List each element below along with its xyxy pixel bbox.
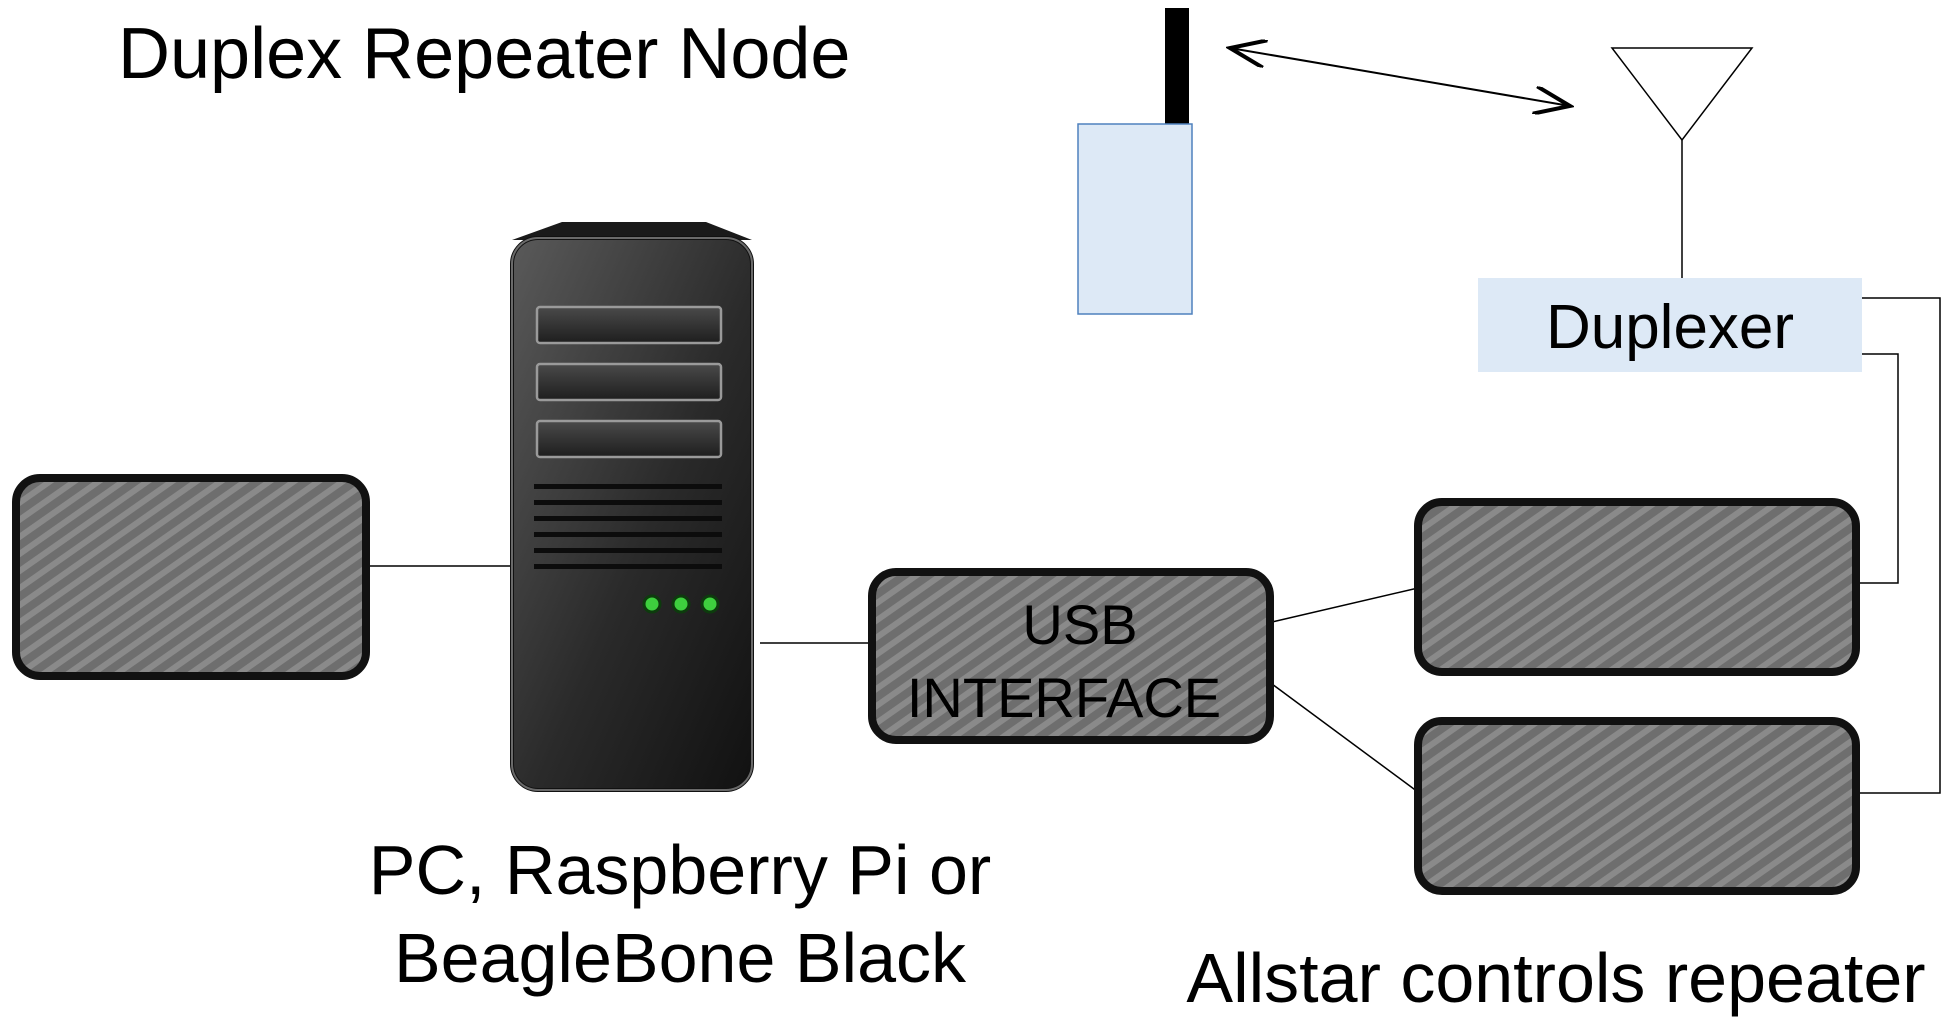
bidirectional-arrow-icon — [1230, 48, 1570, 106]
handheld-radio-icon — [1077, 8, 1193, 315]
repeater-caption: Allstar controls repeater — [1186, 939, 1925, 1017]
handheld-antenna — [1165, 8, 1189, 126]
duplexer-label: Duplexer — [1546, 293, 1794, 362]
usb-to-receiver-line — [1271, 683, 1419, 793]
left-device-box — [12, 474, 370, 680]
computer-tower-icon — [510, 222, 754, 792]
diagram-title: Duplex Repeater Node — [118, 14, 850, 94]
duplexer-box — [1478, 278, 1862, 372]
tower-led — [642, 594, 662, 614]
repeater-receiver-box — [1414, 717, 1860, 895]
handheld-body — [1077, 123, 1193, 315]
usb-interface-box — [868, 568, 1274, 744]
duplexer-to-receiver-line — [1858, 297, 1941, 794]
tower-led — [671, 594, 691, 614]
usb-to-transmitter-line — [1271, 587, 1419, 623]
repeater-transmitter-box — [1414, 498, 1860, 676]
usb-interface-label-line2: INTERFACE — [907, 666, 1221, 729]
computer-caption-line1: PC, Raspberry Pi or — [369, 831, 991, 909]
usb-interface-label-line1: USB — [1022, 593, 1137, 656]
antenna-icon — [1610, 47, 1754, 278]
duplexer-to-transmitter-line — [1858, 353, 1899, 584]
tower-led — [700, 594, 720, 614]
computer-caption-line2: BeagleBone Black — [394, 919, 967, 997]
